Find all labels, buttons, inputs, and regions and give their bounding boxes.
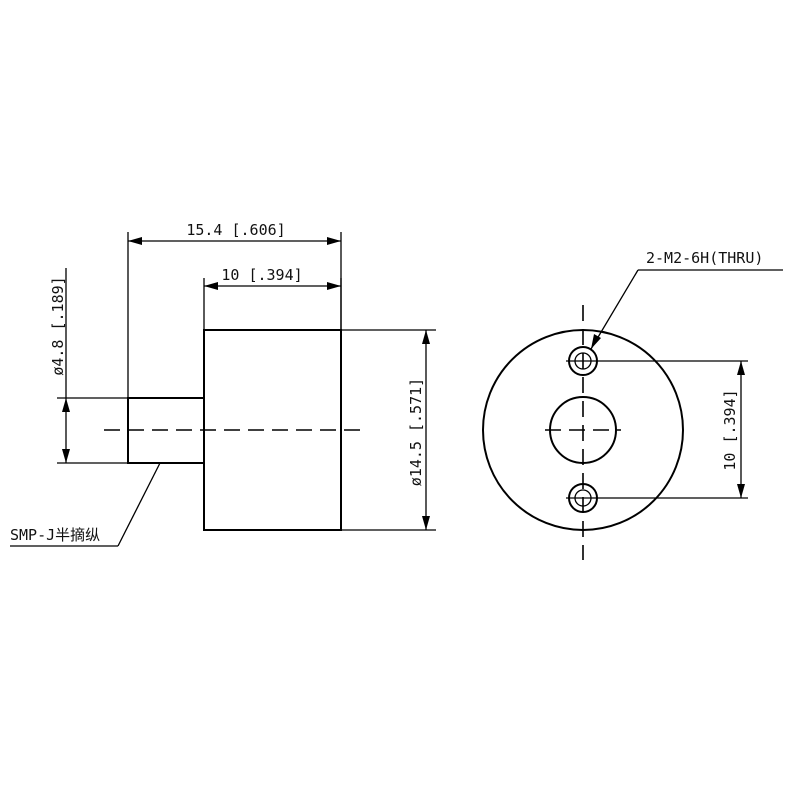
body-diameter-dimension: ø14.5 [.571] [341,329,436,531]
hole-spacing-label: 10 [.394] [721,389,739,470]
body-length-label: 10 [.394] [221,266,302,284]
mounting-hole-top [566,346,600,376]
body-diameter-label: ø14.5 [.571] [407,378,425,486]
pin-diameter-dimension: ø4.8 [.189] [49,268,128,464]
connector-callout: SMP-J半摘纵 [10,526,100,544]
pin-diameter-label: ø4.8 [.189] [49,276,67,375]
side-view: 15.4 [.606] 10 [.394] ø4.8 [.189] [10,221,436,547]
body-length-dimension: 10 [.394] [203,266,342,330]
hole-spacing-dimension: 10 [.394] [600,360,748,499]
overall-length-label: 15.4 [.606] [186,221,285,239]
front-view: 10 [.394] 2-M2-6H(THRU) [482,249,783,560]
overall-length-dimension: 15.4 [.606] [127,221,342,398]
hole-callout: 2-M2-6H(THRU) [646,249,763,267]
mounting-hole-bottom [566,483,600,513]
connector-leader: SMP-J半摘纵 [10,462,161,547]
hole-callout-leader: 2-M2-6H(THRU) [590,249,783,350]
